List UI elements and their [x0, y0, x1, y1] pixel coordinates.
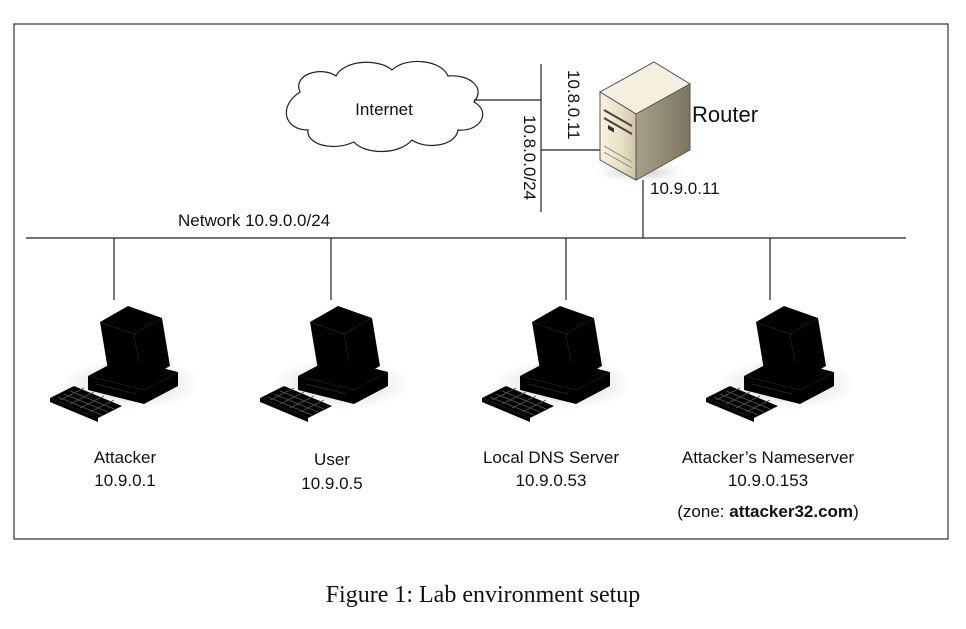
host-dns-name: Local DNS Server — [483, 448, 619, 467]
host-dns-ip: 10.9.0.53 — [516, 471, 587, 490]
zone-prefix: (zone: — [677, 502, 729, 521]
attacker-computer-icon — [49, 305, 202, 423]
host-attacker-name: Attacker — [94, 448, 157, 467]
host-nameserver-ip: 10.9.0.153 — [728, 471, 808, 490]
internet-cloud-icon — [285, 60, 484, 152]
host-nameserver-name: Attacker’s Nameserver — [682, 448, 855, 467]
outer-network-label: 10.8.0.0/24 — [520, 115, 539, 200]
router-inner-ip: 10.9.0.11 — [650, 179, 720, 198]
user-computer-icon — [259, 305, 412, 423]
router-outer-ip: 10.8.0.11 — [564, 70, 583, 140]
diagram-frame — [13, 23, 949, 540]
host-attacker-ip: 10.9.0.1 — [94, 471, 155, 490]
nameserver-computer-icon — [705, 305, 858, 423]
router-name: Router — [692, 102, 758, 127]
host-user-name: User — [314, 450, 350, 469]
dns-server-computer-icon — [481, 305, 634, 423]
zone-suffix: ) — [853, 502, 859, 521]
host-user-ip: 10.9.0.5 — [301, 474, 362, 493]
zone-domain: attacker32.com — [729, 502, 853, 521]
figure-caption: Figure 1: Lab environment setup — [325, 582, 641, 608]
internet-label: Internet — [355, 100, 413, 119]
router-server-icon — [594, 61, 691, 182]
lan-label: Network 10.9.0.0/24 — [178, 211, 330, 230]
zone-label: (zone: attacker32.com) — [677, 502, 858, 521]
